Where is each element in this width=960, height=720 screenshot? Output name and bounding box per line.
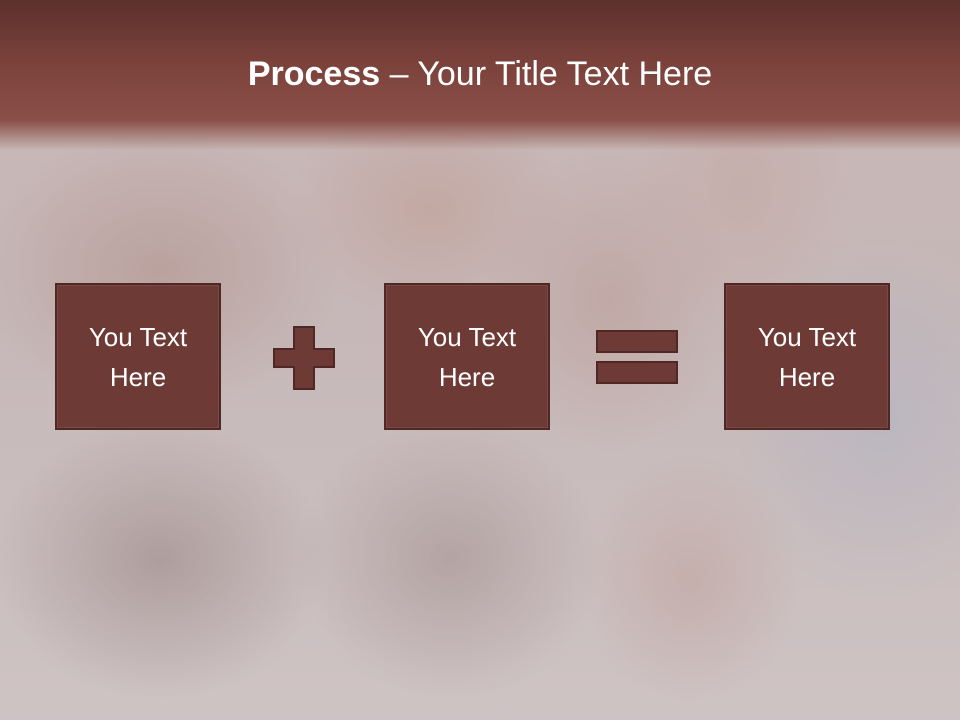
process-box-1-line1: You Text bbox=[88, 321, 188, 352]
plus-icon bbox=[273, 326, 335, 390]
process-box-2-line2: Here bbox=[438, 361, 496, 392]
equals-icon bbox=[596, 330, 678, 384]
slide-title[interactable]: Process – Your Title Text Here bbox=[0, 52, 960, 96]
process-box-3[interactable]: You Text Here bbox=[724, 283, 890, 430]
process-box-3-line1: You Text bbox=[757, 321, 857, 352]
title-strong: Process bbox=[247, 55, 381, 93]
title-bar bbox=[0, 0, 960, 150]
process-box-3-line2: Here bbox=[778, 361, 836, 392]
process-box-1-line2: Here bbox=[109, 361, 167, 392]
title-rest: – Your Title Text Here bbox=[380, 55, 713, 93]
process-box-2-line1: You Text bbox=[417, 321, 517, 352]
process-box-2[interactable]: You Text Here bbox=[384, 283, 550, 430]
process-box-1[interactable]: You Text Here bbox=[55, 283, 221, 430]
